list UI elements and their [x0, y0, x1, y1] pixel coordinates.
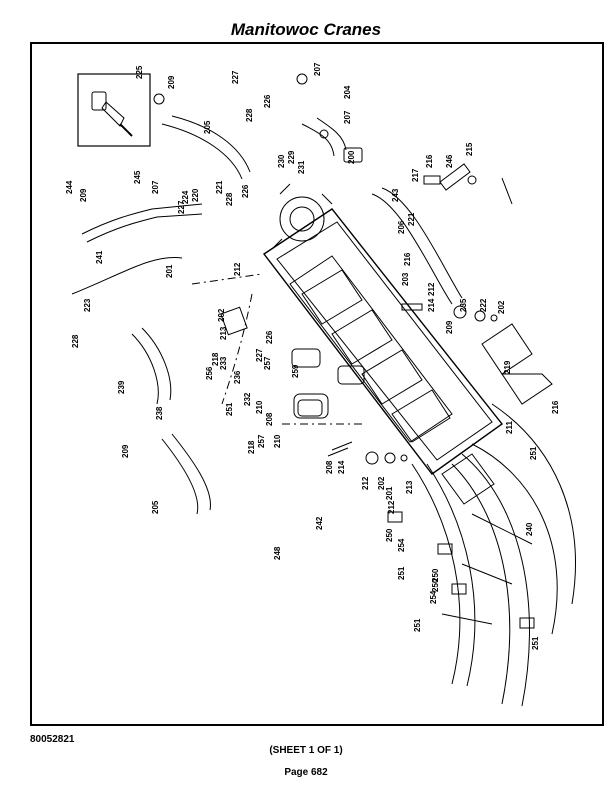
callout-label: 242: [315, 516, 324, 530]
callout-label: 213: [219, 326, 228, 340]
callout-label: 241: [95, 250, 104, 264]
callout-label: 207: [313, 62, 322, 76]
callout-label: 218: [247, 440, 256, 454]
callout-label: 200: [347, 150, 356, 164]
callout-label: 208: [325, 460, 334, 474]
page-number: Page 682: [284, 767, 328, 778]
callout-label: 205: [151, 500, 160, 514]
callout-label: 212: [387, 500, 396, 514]
callout-label: 226: [263, 94, 272, 108]
callout-label: 212: [233, 262, 242, 276]
page-title: Manitowoc Cranes: [230, 20, 382, 39]
callout-label: 251: [529, 446, 538, 460]
callout-label: 228: [225, 192, 234, 206]
callout-label: 214: [337, 460, 346, 474]
callout-label: 213: [405, 480, 414, 494]
callout-label: 216: [425, 154, 434, 168]
document-number: 80052821: [30, 734, 75, 745]
hose-lines: [71, 115, 576, 707]
callout-label: 201: [385, 486, 394, 500]
callout-label: 222: [479, 298, 488, 312]
callout-label: 228: [245, 108, 254, 122]
callout-label: 208: [265, 412, 274, 426]
callout-label: 240: [525, 522, 534, 536]
callout-label: 232: [243, 392, 252, 406]
callout-label: 211: [505, 421, 514, 434]
callout-label: 206: [397, 220, 406, 234]
callout-label: 201: [165, 264, 174, 278]
callout-label: 257: [257, 434, 266, 448]
loose-parts: [153, 73, 535, 629]
callout-label: 251: [531, 636, 540, 650]
callout-label: 257: [263, 356, 272, 370]
callout-label: 227: [231, 70, 240, 84]
callout-label: 209: [121, 444, 130, 458]
callout-label: 202: [497, 300, 506, 314]
callout-label: 221: [407, 212, 416, 226]
callout-label: 236: [233, 370, 242, 384]
callout-label: 230: [277, 154, 286, 168]
callout-label: 251: [413, 618, 422, 632]
callout-label: 210: [255, 400, 264, 414]
callout-label: 226: [265, 330, 274, 344]
callout-label: 207: [343, 110, 352, 124]
callout-label: 245: [133, 170, 142, 184]
callout-label: 228: [71, 334, 80, 348]
callout-label: 238: [155, 406, 164, 420]
inset-sensor-box: [77, 73, 151, 147]
callout-label: 218: [211, 352, 220, 366]
callout-label: 231: [297, 160, 306, 174]
callout-label: 254: [429, 590, 438, 604]
callout-label: 209: [79, 188, 88, 202]
callout-label: 246: [445, 154, 454, 168]
callout-label: 205: [203, 120, 212, 134]
callout-label: 239: [117, 380, 126, 394]
callout-label: 244: [65, 180, 74, 194]
callout-label: 224: [181, 190, 190, 204]
callout-label: 250: [385, 528, 394, 542]
callout-label: 217: [411, 168, 420, 182]
callout-label: 248: [273, 546, 282, 560]
callout-label: 220: [191, 188, 200, 202]
callout-label: 256: [205, 366, 214, 380]
engine-block: [262, 183, 553, 505]
callout-label: 219: [503, 360, 512, 374]
callout-label: 215: [465, 142, 474, 156]
callout-label: 226: [241, 184, 250, 198]
callout-label: 225: [135, 65, 144, 79]
callout-label: 259: [291, 364, 300, 378]
callout-label: 227: [177, 200, 186, 214]
callout-label: 229: [287, 150, 296, 164]
callout-label: 202: [217, 308, 226, 322]
sheet-indicator: (SHEET 1 OF 1): [269, 745, 343, 756]
callout-label: 210: [273, 434, 282, 448]
callout-label: 209: [167, 75, 176, 89]
callout-label: 207: [151, 180, 160, 194]
callout-label: 202: [377, 476, 386, 490]
callout-label: 250: [431, 568, 440, 582]
callout-label: 223: [83, 298, 92, 312]
callout-label: 212: [361, 476, 370, 490]
callout-label: 233: [219, 356, 228, 370]
callout-label: 243: [391, 188, 400, 202]
callout-label: 203: [401, 272, 410, 286]
callout-label: 250: [431, 578, 440, 592]
callout-label: 216: [551, 400, 560, 414]
callout-label: 214: [427, 298, 436, 312]
callout-label: 235: [459, 298, 468, 312]
callout-label: 204: [343, 85, 352, 99]
callout-label: 227: [255, 348, 264, 362]
callout-label: 212: [427, 282, 436, 296]
callout-label: 221: [215, 180, 224, 194]
callout-label: 254: [397, 538, 406, 552]
callout-label: 251: [397, 566, 406, 580]
callout-label: 209: [445, 320, 454, 334]
callout-label: 216: [403, 252, 412, 266]
callout-label: 251: [225, 402, 234, 416]
